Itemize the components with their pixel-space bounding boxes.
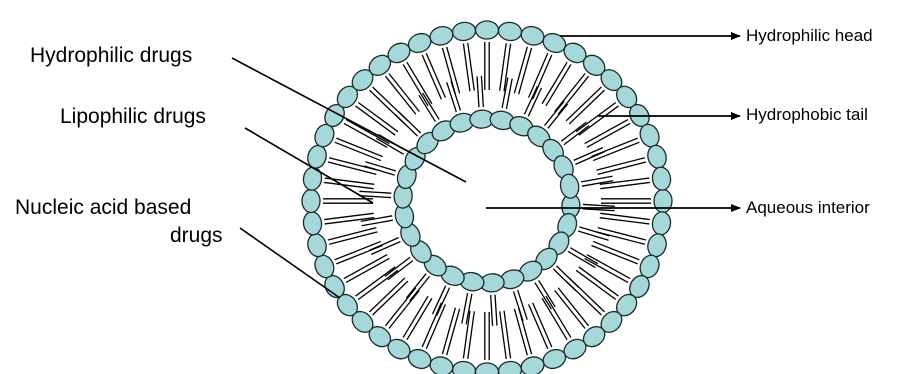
- tail-outer: [335, 241, 381, 259]
- label-nucleic-acid-line2: drugs: [170, 224, 223, 248]
- label-hydrophilic-drugs: Hydrophilic drugs: [30, 44, 192, 68]
- tail-outer: [593, 241, 639, 259]
- tail-outer: [546, 296, 571, 338]
- tail-outer: [558, 76, 588, 114]
- tail-outer: [346, 120, 389, 144]
- tail-inner: [398, 111, 421, 133]
- tail-outer: [566, 87, 601, 121]
- tail-outer: [426, 53, 445, 97]
- head-outer: [451, 21, 476, 42]
- tail-inner: [583, 209, 615, 211]
- tail-inner: [556, 266, 579, 288]
- head-outer: [519, 355, 546, 374]
- tail-inner: [564, 126, 589, 145]
- tail-outer: [358, 270, 398, 299]
- tail-inner: [518, 290, 528, 320]
- tail-outer: [369, 278, 404, 312]
- tail-outer: [576, 270, 616, 299]
- label-lipophilic-drugs: Lipophilic drugs: [60, 105, 206, 129]
- tail-outer: [579, 267, 619, 296]
- head-outer: [645, 143, 668, 170]
- tail-inner: [579, 227, 610, 236]
- head-outer: [305, 232, 328, 259]
- tail-inner: [491, 295, 493, 326]
- head-outer: [428, 24, 455, 47]
- tail-outer: [385, 76, 415, 114]
- tail-outer: [585, 258, 628, 282]
- head-outer: [428, 355, 455, 374]
- tail-outer: [579, 106, 619, 135]
- tail-outer: [346, 258, 389, 282]
- tail-inner: [477, 76, 479, 107]
- label-hydrophilic-head: Hydrophilic head: [746, 26, 873, 46]
- tail-outer: [335, 142, 381, 160]
- tail-outer: [558, 288, 588, 326]
- head-outer: [476, 21, 499, 39]
- tail-outer: [555, 74, 585, 112]
- head-outer: [302, 166, 323, 191]
- tail-inner: [385, 257, 410, 276]
- tail-outer: [403, 296, 428, 338]
- tail-inner: [365, 162, 396, 171]
- head-outer: [476, 363, 499, 374]
- tail-outer: [546, 64, 571, 106]
- hydrophobic-tails: [323, 42, 651, 360]
- tail-outer: [529, 304, 548, 348]
- tail-outer: [426, 304, 445, 348]
- head-outer: [497, 360, 522, 374]
- tail-outer: [373, 281, 408, 315]
- leader-lines: [232, 36, 740, 298]
- tail-inner: [578, 231, 609, 240]
- label-aqueous-interior: Aqueous interior: [746, 198, 870, 218]
- tail-inner: [481, 76, 483, 107]
- tail-inner: [451, 81, 461, 111]
- head-outer: [451, 360, 476, 374]
- hydrophilic-heads: [302, 21, 672, 374]
- tail-outer: [389, 74, 419, 112]
- head-outer: [497, 21, 522, 42]
- tail-inner: [395, 114, 418, 136]
- head-outer: [645, 232, 668, 259]
- tail-inner: [447, 82, 457, 112]
- tail-inner: [359, 191, 391, 193]
- head-outer: [302, 211, 323, 236]
- head-outer: [651, 166, 672, 191]
- tail-outer: [389, 290, 419, 328]
- tail-inner: [544, 101, 564, 125]
- tail-outer: [385, 288, 415, 326]
- label-nucleic-acid-line1: Nucleic acid based: [15, 196, 191, 220]
- tail-outer: [576, 102, 616, 131]
- tail-outer: [555, 290, 585, 328]
- tail-outer: [585, 120, 628, 144]
- head-outer: [519, 24, 546, 47]
- tail-outer: [356, 267, 396, 296]
- tail-inner: [364, 166, 395, 175]
- tail-outer: [593, 142, 639, 160]
- label-hydrophobic-tail: Hydrophobic tail: [746, 105, 868, 125]
- tail-inner: [583, 204, 615, 206]
- tail-inner: [495, 295, 497, 326]
- tail-inner: [513, 291, 523, 321]
- tail-outer: [356, 106, 396, 135]
- tail-inner: [410, 276, 430, 300]
- tail-outer: [529, 53, 548, 97]
- tail-outer: [569, 90, 604, 124]
- head-outer: [651, 211, 672, 236]
- head-outer: [654, 190, 672, 213]
- tail-outer: [403, 64, 428, 106]
- tail-inner: [553, 269, 576, 291]
- head-outer: [302, 190, 320, 213]
